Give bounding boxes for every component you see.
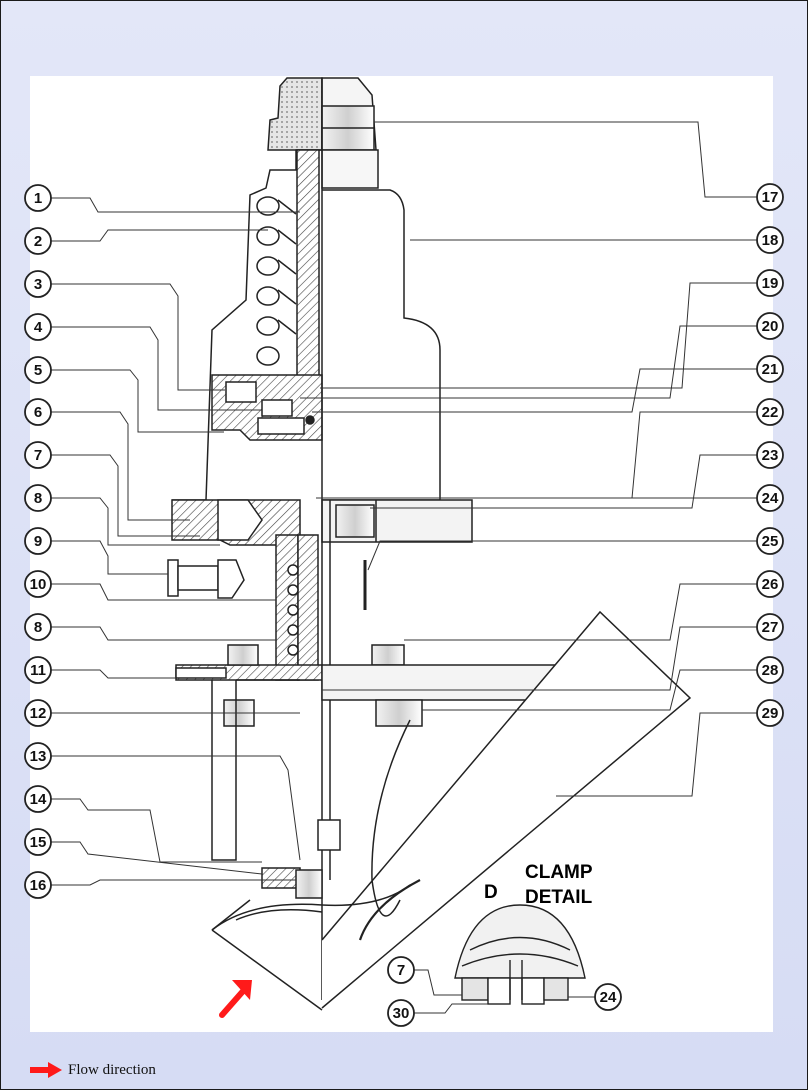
svg-text:22: 22 [762,404,779,421]
svg-text:15: 15 [30,834,47,851]
callout-21: 21 [756,355,784,383]
clamp-detail-title-2: DETAIL [525,887,593,908]
svg-text:20: 20 [762,318,779,335]
svg-text:5: 5 [34,362,42,379]
callout-16: 16 [24,871,52,899]
svg-text:8: 8 [34,490,42,507]
svg-text:27: 27 [762,619,779,636]
clamp-detail-title-1: CLAMP [525,862,593,883]
svg-text:24: 24 [600,989,617,1006]
callout-17: 17 [756,183,784,211]
callout-11: 11 [24,656,52,684]
leader-lines [51,121,757,886]
svg-text:6: 6 [34,404,42,421]
svg-text:18: 18 [762,232,779,249]
callout-8a: 8 [24,484,52,512]
callout-12: 12 [24,699,52,727]
valve-geometry [167,77,692,1011]
svg-text:9: 9 [34,533,42,550]
clamp-detail: D CLAMP DETAIL 7 30 24 [387,862,622,1027]
svg-text:13: 13 [30,748,47,765]
svg-text:17: 17 [762,189,779,206]
callout-15: 15 [24,828,52,856]
svg-text:30: 30 [393,1005,410,1022]
svg-text:8: 8 [34,619,42,636]
right-callouts: 17 18 19 20 21 22 23 24 25 26 27 28 29 [756,183,784,727]
svg-text:29: 29 [762,705,779,722]
callout-18: 18 [756,226,784,254]
svg-text:16: 16 [30,877,47,894]
callout-10: 10 [24,570,52,598]
callout-20: 20 [756,312,784,340]
svg-text:14: 14 [30,791,47,808]
callout-7: 7 [24,441,52,469]
callout-24: 24 [756,484,784,512]
callout-8b: 8 [24,613,52,641]
callout-13: 13 [24,742,52,770]
left-callouts: 1 2 3 4 5 6 7 8 9 10 8 11 12 13 14 15 16 [24,184,52,899]
svg-text:19: 19 [762,275,779,292]
callout-28: 28 [756,656,784,684]
detail-callout-24: 24 [594,983,622,1011]
callout-1: 1 [24,184,52,212]
legend: Flow direction [30,1058,156,1082]
detail-callout-7: 7 [387,956,415,984]
svg-text:4: 4 [34,319,43,336]
svg-text:1: 1 [34,190,42,207]
svg-text:11: 11 [30,662,46,679]
right-arrow-icon [30,1062,62,1078]
callout-2: 2 [24,227,52,255]
callout-27: 27 [756,613,784,641]
svg-text:25: 25 [762,533,779,550]
svg-text:2: 2 [34,233,42,250]
svg-text:12: 12 [30,705,47,722]
detail-callout-30: 30 [387,999,415,1027]
callout-23: 23 [756,441,784,469]
svg-text:21: 21 [762,361,779,378]
svg-text:3: 3 [34,276,42,293]
svg-text:10: 10 [30,576,47,593]
callout-9: 9 [24,527,52,555]
callout-3: 3 [24,270,52,298]
svg-text:24: 24 [762,490,779,507]
svg-text:23: 23 [762,447,779,464]
callout-22: 22 [756,398,784,426]
clamp-detail-fragment: D [484,882,498,903]
callout-6: 6 [24,398,52,426]
svg-text:7: 7 [397,962,405,979]
callout-5: 5 [24,356,52,384]
callout-4: 4 [24,313,52,341]
callout-29: 29 [756,699,784,727]
callout-26: 26 [756,570,784,598]
callout-14: 14 [24,785,52,813]
svg-text:26: 26 [762,576,779,593]
flow-arrow-icon [219,980,252,1018]
callout-19: 19 [756,269,784,297]
legend-label: Flow direction [68,1061,156,1078]
svg-text:7: 7 [34,447,42,464]
svg-text:28: 28 [762,662,779,679]
callout-25: 25 [756,527,784,555]
